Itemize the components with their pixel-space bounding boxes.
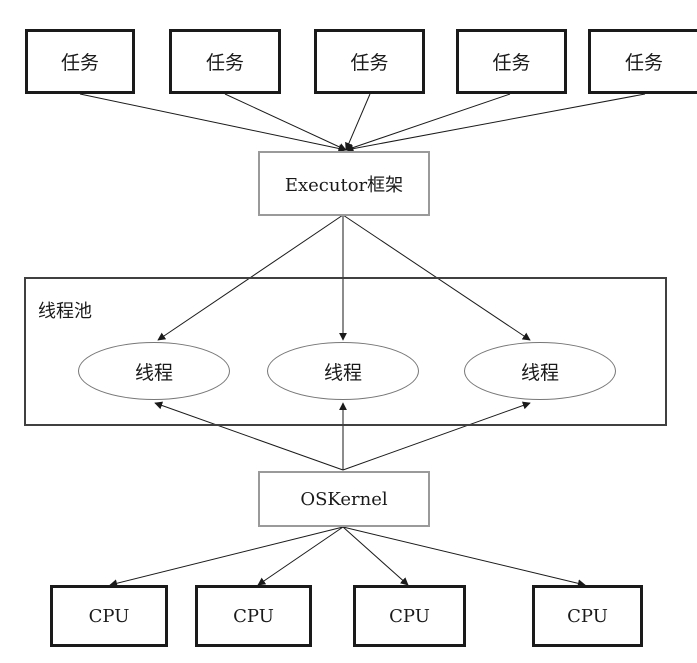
task-box: 任务 <box>169 29 281 94</box>
task-label: 任务 <box>624 52 663 74</box>
thread-node: 线程 <box>464 342 616 400</box>
arrow-task2-executor <box>224 93 347 151</box>
arrow-kernel-thread3 <box>342 401 531 471</box>
thread-node: 线程 <box>267 342 419 400</box>
kernel-box: OSKernel <box>258 471 430 527</box>
kernel-label: OSKernel <box>300 488 388 510</box>
arrow-kernel-cpu2 <box>257 526 344 586</box>
task-box: 任务 <box>314 29 425 94</box>
cpu-label: CPU <box>389 605 430 627</box>
cpu-label: CPU <box>233 605 274 627</box>
task-label: 任务 <box>492 52 531 74</box>
thread-label: 线程 <box>134 361 173 384</box>
thread-label: 线程 <box>520 361 559 384</box>
thread-node: 线程 <box>78 342 230 400</box>
arrow-task5-executor <box>345 93 646 153</box>
arrow-kernel-thread1 <box>154 401 344 471</box>
executor-label: Executor框架 <box>284 174 404 196</box>
arrow-task1-executor <box>79 93 347 153</box>
cpu-box: CPU <box>50 585 168 647</box>
executor-box: Executor框架 <box>258 151 430 216</box>
cpu-box: CPU <box>353 585 466 647</box>
arrow-task3-executor <box>345 93 371 151</box>
thread-pool-container <box>24 277 667 426</box>
task-label: 任务 <box>60 52 99 74</box>
cpu-label: CPU <box>567 605 608 627</box>
cpu-box: CPU <box>532 585 643 647</box>
arrow-task4-executor <box>345 93 511 152</box>
task-box: 任务 <box>25 29 135 94</box>
arrow-kernel-cpu3 <box>342 526 409 586</box>
task-box: 任务 <box>588 29 697 94</box>
task-label: 任务 <box>350 52 389 74</box>
thread-pool-label: 线程池 <box>38 301 92 322</box>
cpu-label: CPU <box>88 605 130 627</box>
task-box: 任务 <box>456 29 567 94</box>
thread-label: 线程 <box>323 361 362 384</box>
arrow-kernel-cpu1 <box>109 526 344 588</box>
cpu-box: CPU <box>195 585 312 647</box>
arrow-kernel-cpu4 <box>342 526 586 588</box>
task-label: 任务 <box>205 52 244 74</box>
